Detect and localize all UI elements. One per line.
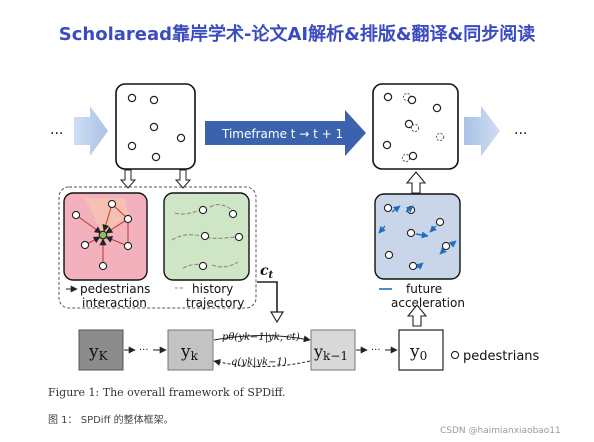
outgoing-arrow	[464, 106, 500, 156]
pedestrian-legend-icon	[450, 350, 460, 360]
node-yK	[78, 329, 124, 371]
node-yk	[167, 329, 214, 371]
encoder-group	[58, 186, 257, 309]
interaction-label-line1: pedestrians	[80, 282, 150, 296]
caption-zh: 图 1： SPDiff 的整体框架。	[48, 413, 174, 426]
history-panel	[163, 192, 250, 281]
pedestrian-dot	[149, 95, 159, 105]
banner-title: Scholaread靠岸学术-论文AI解析&排版&翻译&同步阅读	[58, 24, 536, 45]
timeframe-label: Timeframe t → t + 1	[221, 127, 343, 141]
reverse-label: q(yk|yk−1)	[231, 357, 287, 368]
forward-label: pθ(yk−1|yk, ct)	[222, 332, 300, 343]
node-y0	[398, 329, 444, 371]
scene-t-box	[115, 83, 196, 170]
history-label-line1: history	[192, 282, 233, 296]
watermark: CSDN @haimianxiaobao11	[440, 426, 561, 436]
reverse-arrow	[213, 358, 311, 367]
incoming-arrow	[74, 106, 108, 156]
pedestrian-dot	[176, 133, 186, 143]
pedestrian-dot	[127, 141, 137, 151]
up-arrow-to-scene	[405, 171, 427, 194]
timeframe-arrow: Timeframe t → t + 1	[205, 110, 366, 156]
up-arrow-to-future	[406, 304, 428, 327]
pedestrian-dot	[127, 93, 137, 103]
interaction-label-line2: interaction	[82, 296, 147, 310]
interaction-label: pedestrians interaction	[80, 282, 154, 310]
chain-dots-1: ···	[139, 345, 149, 356]
down-arrow-history	[174, 169, 192, 189]
future-label: future acceleration	[391, 282, 465, 310]
pedestrian-dot	[149, 122, 159, 132]
caption-en: Figure 1: The overall framework of SPDif…	[48, 386, 286, 399]
pedestrian-dot	[151, 152, 161, 162]
node-yk-1	[310, 329, 356, 371]
condition-label: ct	[260, 263, 274, 281]
future-panel	[374, 193, 461, 280]
condition-arrowhead	[269, 311, 285, 324]
condition-connector	[257, 281, 278, 318]
forward-arrow	[213, 335, 311, 343]
future-label-line2: acceleration	[391, 296, 465, 310]
history-label: history trajectory	[186, 282, 244, 310]
interaction-panel	[63, 192, 148, 281]
legend-pedestrians: pedestrians	[463, 349, 540, 364]
history-label-line2: trajectory	[186, 296, 244, 310]
scene-t1-box	[372, 83, 459, 170]
ellipsis-left: ...	[50, 122, 63, 138]
chain-dots-2: ···	[371, 345, 381, 356]
diffusion-chain: yK ··· yk pθ(yk−1|yk, ct) q(yk|yk−1) yk−…	[78, 329, 444, 371]
down-arrow-interaction	[119, 169, 137, 189]
ellipsis-right: ...	[514, 122, 527, 138]
future-label-line1: future	[406, 282, 442, 296]
